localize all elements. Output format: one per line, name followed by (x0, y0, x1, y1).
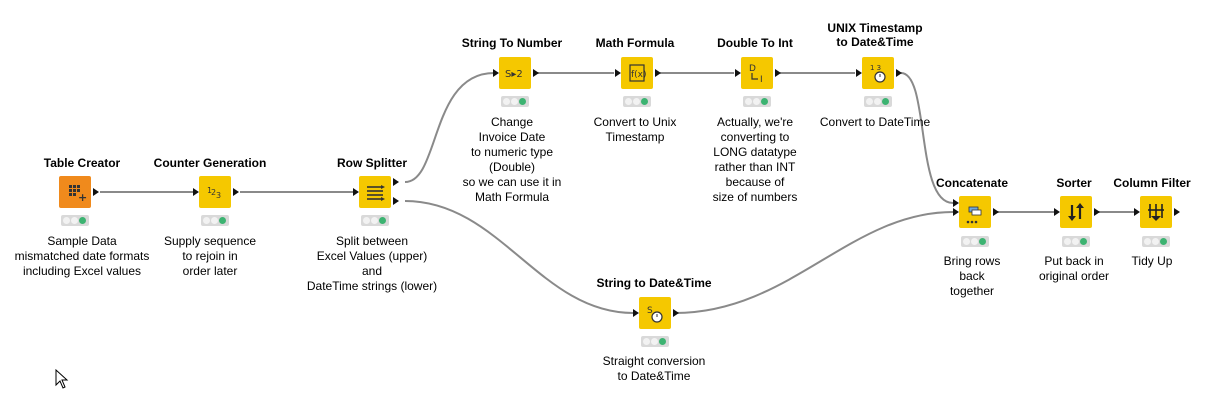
status-light (623, 96, 651, 107)
node-description: Split between Excel Values (upper) and D… (306, 234, 438, 293)
connection-rowsplitter-stringtonumber[interactable] (404, 72, 495, 183)
input-port[interactable] (493, 69, 499, 77)
node-title: Counter Generation (153, 156, 267, 170)
input-port[interactable] (193, 188, 199, 196)
output-port[interactable] (775, 69, 781, 77)
concatenate-icon[interactable] (959, 196, 991, 228)
input-port-top[interactable] (953, 199, 959, 207)
input-port[interactable] (615, 69, 621, 77)
input-port[interactable] (353, 188, 359, 196)
node-title: Double To Int (717, 36, 793, 50)
input-port[interactable] (735, 69, 741, 77)
svg-text:1 3: 1 3 (870, 64, 881, 72)
node-description: Actually, we're converting to LONG datat… (712, 115, 798, 204)
node-description: Supply sequence to rejoin in order later (163, 234, 257, 278)
output-port[interactable] (1094, 208, 1100, 216)
status-light (961, 236, 989, 247)
math-formula-icon[interactable]: f(x) (621, 57, 653, 89)
node-title: UNIX Timestamp to Date&Time (827, 21, 923, 49)
output-port[interactable] (993, 208, 999, 216)
node-description: Convert to DateTime (819, 115, 931, 129)
node-title: Concatenate (935, 176, 1009, 190)
node-title: String To Number (461, 36, 563, 50)
node-description: Change Invoice Date to numeric type (Dou… (462, 115, 562, 204)
svg-text:3: 3 (216, 191, 221, 200)
output-port[interactable] (233, 188, 239, 196)
node-description: Sample Data mismatched date formats incl… (14, 234, 150, 278)
svg-text:D: D (749, 64, 756, 74)
string-to-number-icon[interactable]: S▸2 (499, 57, 531, 89)
status-light (641, 336, 669, 347)
node-description: Bring rows back together (943, 254, 1001, 298)
input-port[interactable] (633, 309, 639, 317)
svg-text:2: 2 (211, 188, 216, 197)
connection-unix-concatenate[interactable] (900, 72, 954, 204)
status-light (61, 215, 89, 226)
table-creator-icon[interactable]: + (59, 176, 91, 208)
svg-text:1: 1 (207, 186, 212, 195)
status-light (361, 215, 389, 226)
output-port[interactable] (533, 69, 539, 77)
node-title: Row Splitter (336, 156, 407, 170)
output-port[interactable] (673, 309, 679, 317)
svg-text:f(x): f(x) (631, 70, 647, 80)
connection-stringtodt-concatenate[interactable] (674, 211, 954, 314)
input-port[interactable] (1054, 208, 1060, 216)
status-light (1062, 236, 1090, 247)
output-port-top[interactable] (393, 178, 399, 186)
sorter-icon[interactable] (1060, 196, 1092, 228)
status-light (201, 215, 229, 226)
output-port[interactable] (1174, 208, 1180, 216)
node-title: Column Filter (1113, 176, 1191, 190)
connection-rowsplitter-stringtodt[interactable] (404, 200, 634, 314)
node-description: Tidy Up (1131, 254, 1173, 268)
column-filter-icon[interactable] (1140, 196, 1172, 228)
status-light (743, 96, 771, 107)
status-light (501, 96, 529, 107)
svg-text:S▸2: S▸2 (505, 69, 523, 80)
svg-text:+: + (78, 191, 87, 204)
node-title: String to Date&Time (596, 276, 712, 290)
row-splitter-icon[interactable] (359, 176, 391, 208)
status-light (1142, 236, 1170, 247)
output-port[interactable] (896, 69, 902, 77)
node-title: Sorter (1056, 176, 1092, 190)
node-description: Convert to Unix Timestamp (593, 115, 677, 144)
node-description: Put back in original order (1038, 254, 1110, 283)
node-title: Math Formula (595, 36, 675, 50)
output-port[interactable] (655, 69, 661, 77)
svg-text:S: S (647, 306, 653, 316)
input-port[interactable] (1134, 208, 1140, 216)
unix-timestamp-icon[interactable]: 1 3 (862, 57, 894, 89)
svg-text:I: I (760, 75, 763, 85)
output-port-bottom[interactable] (393, 197, 399, 205)
string-to-datetime-icon[interactable]: S (639, 297, 671, 329)
output-port[interactable] (93, 188, 99, 196)
input-port-bottom[interactable] (953, 208, 959, 216)
mouse-cursor-icon (55, 369, 69, 389)
node-title: Table Creator (43, 156, 121, 170)
input-port[interactable] (856, 69, 862, 77)
node-description: Straight conversion to Date&Time (602, 354, 706, 383)
status-light (864, 96, 892, 107)
